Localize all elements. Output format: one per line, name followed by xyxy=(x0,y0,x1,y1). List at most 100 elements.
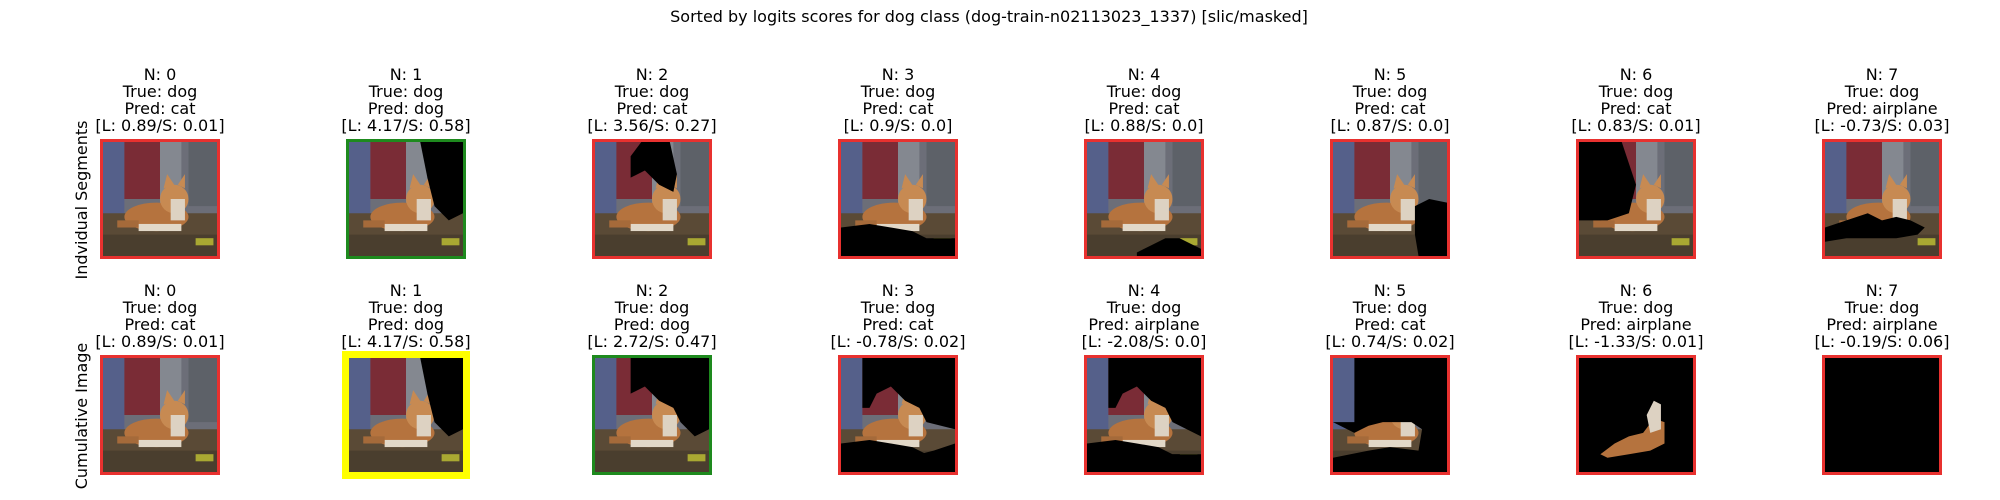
photo-shape xyxy=(1400,199,1415,221)
photo-shape xyxy=(177,390,185,405)
photo-shape xyxy=(1154,415,1169,437)
photo-shape xyxy=(1899,174,1907,189)
caption-scores: [L: 0.87/S: 0.0] xyxy=(1330,116,1450,135)
photo-shape xyxy=(630,439,674,448)
photo-shape xyxy=(1368,223,1412,232)
photo-shape xyxy=(855,220,877,228)
photo-shape xyxy=(1910,142,1939,207)
photo-shape xyxy=(384,223,428,232)
masked-segment xyxy=(1825,358,1939,472)
photo-shape xyxy=(1368,439,1412,448)
caption-n: N: 5 xyxy=(1373,65,1407,84)
photo-shape xyxy=(124,142,160,199)
segment-image xyxy=(349,358,463,472)
caption-n: N: 6 xyxy=(1619,65,1653,84)
caption-true: True: dog xyxy=(1844,298,1920,317)
photo-shape xyxy=(1579,234,1693,256)
photo-shape xyxy=(862,142,898,199)
segment-image xyxy=(1825,358,1939,472)
caption-n: N: 2 xyxy=(635,65,669,84)
masked-segment xyxy=(841,223,955,256)
photo-shape xyxy=(1101,436,1123,444)
caption-n: N: 4 xyxy=(1127,281,1161,300)
caption-n: N: 4 xyxy=(1127,65,1161,84)
caption-pred: Pred: dog xyxy=(367,99,445,118)
caption-n: N: 1 xyxy=(389,65,423,84)
photo-shape xyxy=(1179,238,1198,246)
photo-shape xyxy=(188,142,217,207)
photo-shape xyxy=(1101,220,1123,228)
thumbnail xyxy=(1330,139,1450,259)
photo-shape xyxy=(901,174,913,189)
photo-shape xyxy=(1892,199,1907,221)
masked-segment xyxy=(1825,213,1925,242)
photo-shape xyxy=(1885,174,1897,189)
visible-segment xyxy=(1646,400,1661,433)
thumbnail xyxy=(1084,139,1204,259)
thumbnail xyxy=(838,355,958,475)
photo-shape xyxy=(117,220,139,228)
photo-shape xyxy=(1653,174,1661,189)
photo-shape xyxy=(441,454,460,462)
photo-shape xyxy=(876,439,920,448)
segment-image xyxy=(595,142,709,256)
segment-image xyxy=(841,142,955,256)
photo-shape xyxy=(680,142,709,207)
photo-shape xyxy=(103,234,217,256)
masked-segment xyxy=(630,142,677,192)
caption-pred: Pred: airplane xyxy=(1826,315,1938,334)
photo-shape xyxy=(687,454,706,462)
segment-image xyxy=(1087,358,1201,472)
photo-shape xyxy=(138,439,182,448)
photo-shape xyxy=(363,220,385,228)
photo-shape xyxy=(1393,174,1405,189)
photo-shape xyxy=(416,199,431,221)
masked-segment xyxy=(1136,238,1201,256)
photo-shape xyxy=(349,234,463,256)
caption-pred: Pred: cat xyxy=(1354,99,1426,118)
photo-shape xyxy=(1614,223,1658,232)
segment-image xyxy=(1579,358,1693,472)
caption-scores: [L: -0.78/S: 0.02] xyxy=(830,332,966,351)
caption-scores: [L: 0.88/S: 0.0] xyxy=(1084,116,1204,135)
caption-true: True: dog xyxy=(1352,82,1428,101)
caption-scores: [L: -1.33/S: 0.01] xyxy=(1568,332,1704,351)
photo-shape xyxy=(1671,238,1690,246)
thumbnail xyxy=(1084,355,1204,475)
caption-scores: [L: 2.72/S: 0.47] xyxy=(587,332,717,351)
caption-scores: [L: 4.17/S: 0.58] xyxy=(341,116,471,135)
thumbnail xyxy=(100,355,220,475)
caption-pred: Pred: cat xyxy=(124,99,196,118)
caption-scores: [L: 0.9/S: 0.0] xyxy=(843,116,953,135)
masked-segment xyxy=(630,358,709,437)
photo-shape xyxy=(1347,220,1369,228)
photo-shape xyxy=(1147,174,1159,189)
thumbnail xyxy=(592,355,712,475)
segment-image xyxy=(1825,142,1939,256)
caption-true: True: dog xyxy=(368,298,444,317)
photo-shape xyxy=(177,174,185,189)
caption-n: N: 7 xyxy=(1865,281,1899,300)
caption-true: True: dog xyxy=(860,82,936,101)
photo-shape xyxy=(1646,199,1661,221)
caption-pred: Pred: cat xyxy=(616,99,688,118)
masked-segment xyxy=(420,358,463,437)
photo-shape xyxy=(138,223,182,232)
thumbnail xyxy=(592,139,712,259)
masked-segment xyxy=(420,142,463,221)
thumbnail xyxy=(346,139,466,259)
photo-shape xyxy=(1664,142,1693,207)
masked-segment xyxy=(841,439,955,472)
segment-image xyxy=(1333,358,1447,472)
photo-shape xyxy=(1172,142,1201,207)
caption-scores: [L: 3.56/S: 0.27] xyxy=(587,116,717,135)
caption-true: True: dog xyxy=(614,298,690,317)
